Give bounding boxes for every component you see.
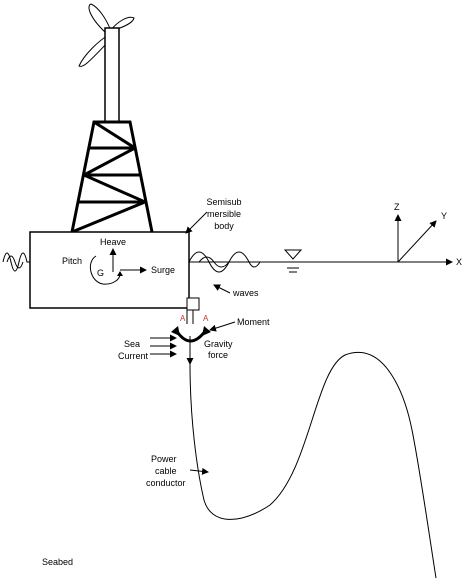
pitch-label: Pitch bbox=[62, 256, 82, 266]
sea-current-group: Sea Current bbox=[118, 334, 177, 361]
svg-text:body: body bbox=[214, 221, 234, 231]
section-a-left: A bbox=[180, 314, 186, 323]
y-axis-label: Y bbox=[441, 211, 447, 221]
y-axis bbox=[397, 220, 437, 263]
center-of-gravity-label: G bbox=[97, 268, 104, 278]
power-cable bbox=[189, 352, 437, 579]
svg-text:Current: Current bbox=[118, 351, 149, 361]
moment-label-group: Moment bbox=[209, 317, 270, 332]
semisubmersible-body bbox=[29, 231, 190, 309]
lattice-truss bbox=[70, 120, 154, 234]
power-cable-label-group: Power cable conductor bbox=[146, 454, 209, 488]
x-axis-label: X bbox=[456, 257, 462, 267]
svg-text:force: force bbox=[208, 350, 228, 360]
pitch-rotation-arrow bbox=[89, 255, 121, 285]
seabed-label: Seabed bbox=[42, 557, 73, 567]
water-surface bbox=[188, 249, 448, 273]
waves-label-group: waves bbox=[213, 284, 259, 298]
svg-text:Sea: Sea bbox=[124, 339, 140, 349]
heave-label: Heave bbox=[100, 237, 126, 247]
coordinate-axes: Z Y X bbox=[394, 202, 462, 267]
svg-text:cable: cable bbox=[155, 466, 177, 476]
left-wave bbox=[2, 252, 30, 272]
svg-text:conductor: conductor bbox=[146, 478, 186, 488]
surge-label: Surge bbox=[151, 265, 175, 275]
svg-text:mersible: mersible bbox=[207, 209, 241, 219]
motion-indicators: Heave Pitch G Surge bbox=[62, 237, 175, 285]
svg-text:Semisub: Semisub bbox=[206, 197, 241, 207]
moment-label: Moment bbox=[237, 317, 270, 327]
z-axis-label: Z bbox=[394, 202, 400, 212]
water-level-symbol bbox=[283, 249, 303, 260]
turbine-tower bbox=[104, 27, 120, 123]
semisub-label: Semisub mersible body bbox=[185, 197, 242, 234]
svg-text:Gravity: Gravity bbox=[204, 339, 233, 349]
svg-text:Power: Power bbox=[151, 454, 177, 464]
gravity-force-group: Gravity force bbox=[186, 336, 233, 365]
waves-label: waves bbox=[232, 288, 259, 298]
section-a-right: A bbox=[203, 314, 209, 323]
moment-arc bbox=[174, 329, 208, 343]
